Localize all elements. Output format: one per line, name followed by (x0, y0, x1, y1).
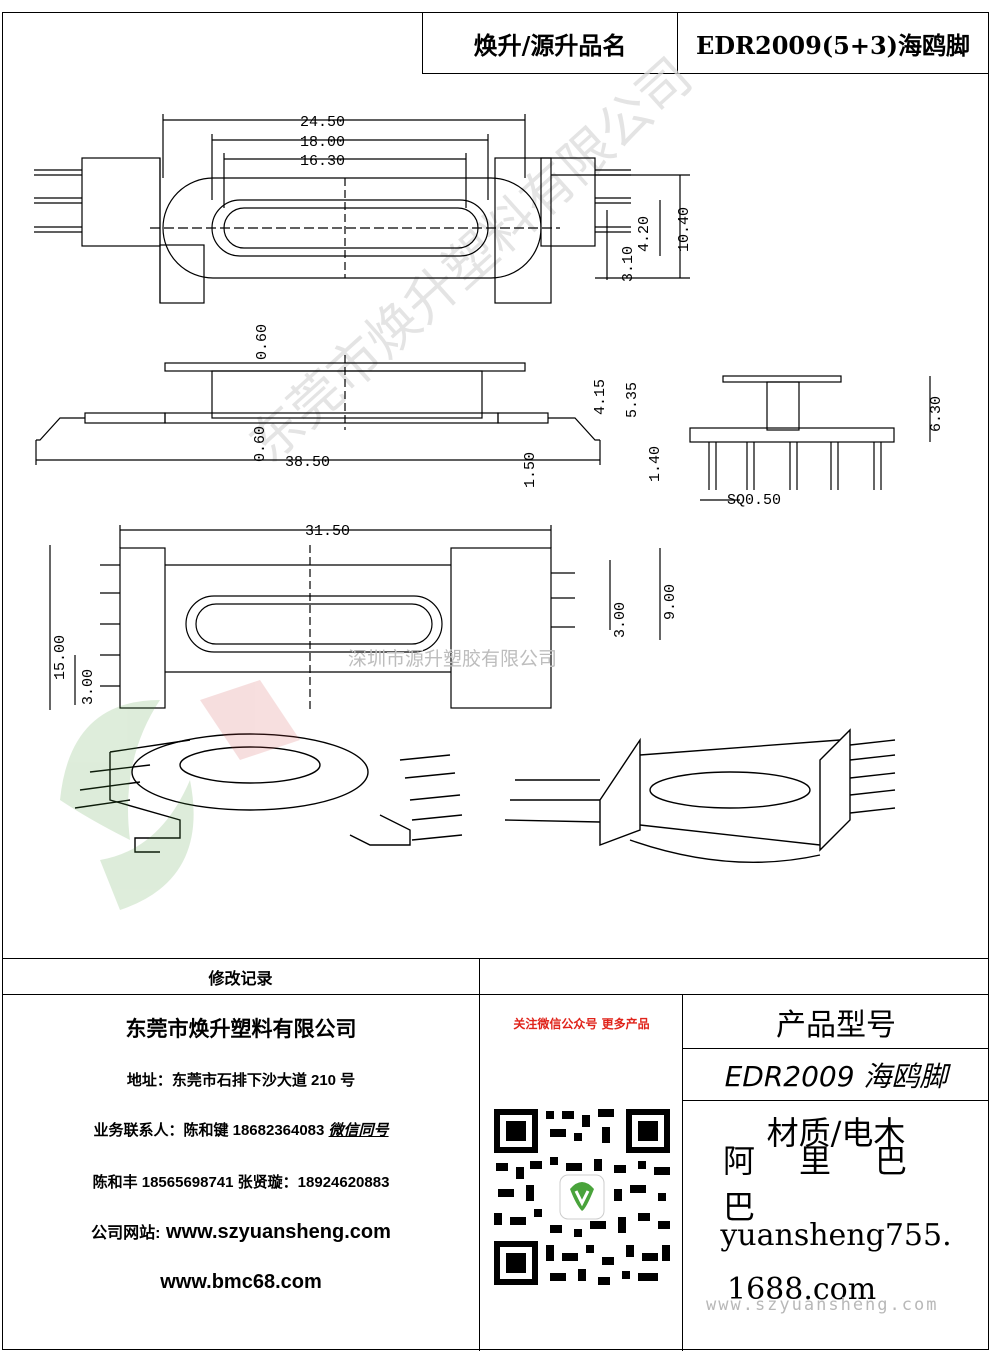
dim-h: 5.35 (624, 382, 641, 418)
company-contact2: 陈和丰 18565698741 张贤璇：18924620883 (92, 1174, 390, 1191)
site-watermark: www.szyuansheng.com (706, 1295, 939, 1315)
dim-m: 6.30 (928, 396, 945, 432)
dim-l: 1.50 (522, 452, 539, 488)
logo-watermark (60, 680, 300, 910)
qr-code[interactable] (490, 1105, 674, 1289)
dim-j: 0.60 (252, 426, 269, 462)
product-name-label: 焕升/源升品名 (423, 13, 678, 73)
model-value: EDR2009 海鸥脚 (683, 1049, 989, 1101)
dim-e: 4.20 (636, 216, 653, 252)
dim-i: 4.15 (592, 379, 609, 415)
top-view (34, 114, 690, 304)
end-view (689, 375, 931, 501)
follow-wechat-text: 关注微信公众号 更多产品 (513, 1017, 650, 1031)
isometric-view-left (74, 733, 463, 853)
dim-d: 3.10 (620, 246, 637, 282)
product-info: 产品型号 EDR2009 海鸥脚 材质/电木 阿里巴巴 yuansheng755… (683, 995, 989, 1351)
qr-column: 关注微信公众号 更多产品 (480, 995, 683, 1351)
isometric-view-right (504, 728, 896, 863)
technical-drawing: 24.50 18.00 16.30 4.20 10.40 3.10 0.60 4… (34, 114, 945, 910)
title-block: 焕升/源升品名 EDR2009(5+3)海鸥脚 (422, 12, 989, 74)
revision-record-label: 修改记录 (2, 959, 480, 995)
side-view (35, 355, 601, 465)
bottom-view (49, 525, 661, 710)
website-link-2[interactable]: www.bmc68.com (160, 1271, 322, 1293)
dim-c: 16.30 (300, 153, 345, 170)
dim-n: 1.40 (647, 446, 664, 482)
dim-g: 0.60 (254, 324, 271, 360)
product-name: EDR2009(5+3)海鸥脚 (695, 30, 971, 60)
wechat-note: 微信同号 (328, 1122, 389, 1139)
dim-t: 3.00 (612, 602, 629, 638)
dim-a: 24.50 (300, 114, 345, 131)
center-watermark: 深圳市源升塑胶有限公司 (348, 648, 558, 670)
website-label: 公司网站: (91, 1225, 161, 1242)
dim-b: 18.00 (300, 134, 345, 151)
dim-o: SQ0.50 (727, 492, 781, 509)
alibaba-url-line2[interactable]: 1688.com (727, 1271, 877, 1307)
revision-record-cell (480, 959, 989, 995)
material: 材质/电木 (766, 1114, 906, 1152)
info-block: 修改记录 东莞市焕升塑料有限公司 地址：东莞市石排下沙大道 210 号 业务联系… (2, 958, 989, 1351)
dim-r: 3.00 (80, 669, 97, 705)
alibaba-label: 阿里巴巴 (723, 1142, 952, 1226)
contact-text: 业务联系人：陈和键 18682364083 (93, 1122, 325, 1139)
alibaba-url-line1[interactable]: yuansheng755. (720, 1217, 952, 1253)
company-contact: 业务联系人：陈和键 18682364083 微信同号 (2, 1119, 480, 1140)
dim-f: 10.40 (676, 207, 693, 252)
dim-k: 38.50 (285, 454, 330, 471)
dim-s: 9.00 (662, 584, 679, 620)
dim-q: 15.00 (52, 635, 69, 680)
company-website-row: 公司网站: www.szyuansheng.com (2, 1219, 480, 1244)
dim-p: 31.50 (305, 523, 350, 540)
website-link[interactable]: www.szyuansheng.com (166, 1221, 391, 1243)
company-name: 东莞市焕升塑料有限公司 (125, 1018, 357, 1041)
company-address: 地址：东莞市石排下沙大道 210 号 (126, 1072, 356, 1089)
company-info: 东莞市焕升塑料有限公司 地址：东莞市石排下沙大道 210 号 业务联系人：陈和键… (2, 995, 480, 1351)
model-label: 产品型号 (683, 995, 989, 1049)
